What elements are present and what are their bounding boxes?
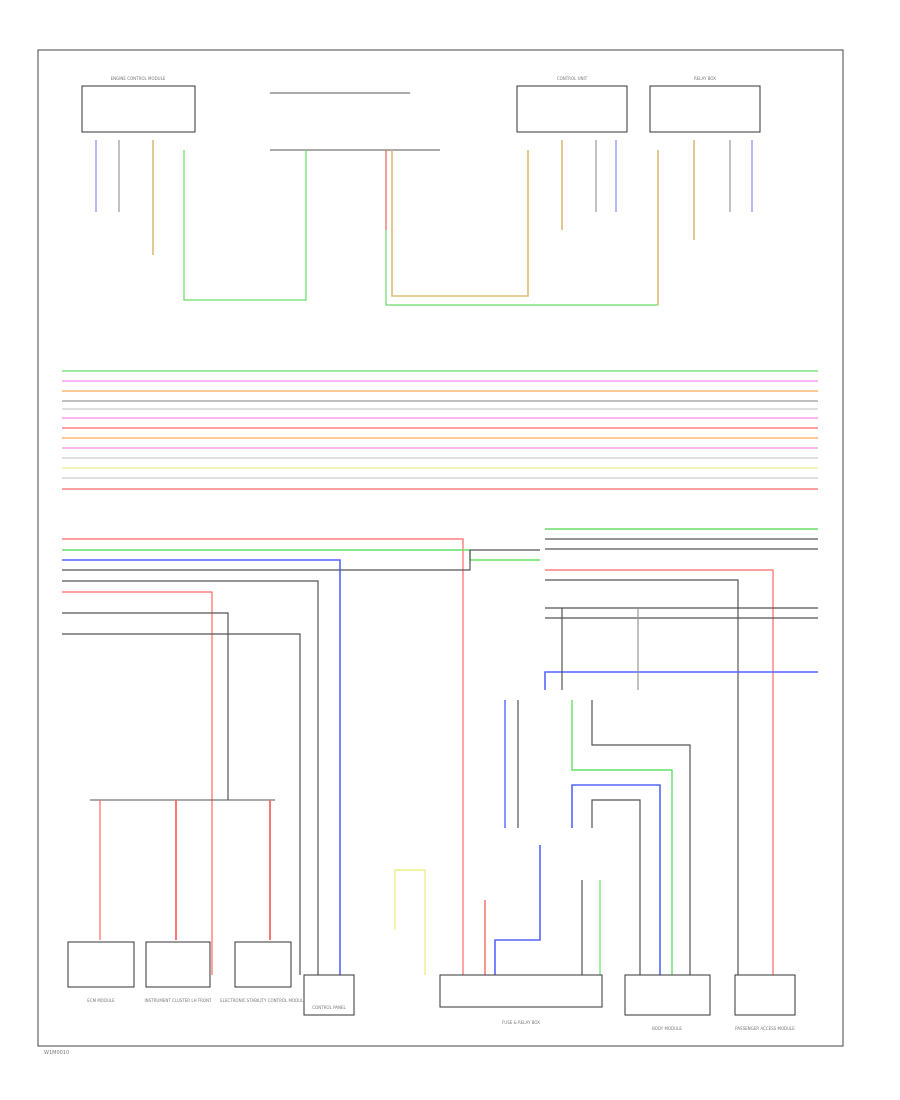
- component-box: [234, 941, 292, 988]
- wire: [62, 549, 540, 571]
- component-label: RELAY BOX: [694, 76, 716, 81]
- wire: [62, 591, 213, 975]
- wire-green: [385, 150, 658, 306]
- diagram-code: W1M0010: [44, 1050, 69, 1056]
- diagram-frame: [37, 49, 844, 1047]
- component-label: CONTROL UNIT: [557, 76, 588, 81]
- wire: [571, 784, 661, 975]
- wire-tan: [391, 150, 529, 297]
- lower-right-bus: [394, 528, 818, 975]
- wire: [545, 569, 774, 975]
- component-box: [303, 974, 355, 1016]
- wire: [62, 633, 301, 975]
- bottom-components: ECM MODULE INSTRUMENT CLUSTER LH FRONT E…: [67, 941, 796, 1031]
- wire: [591, 700, 691, 975]
- wire: [62, 559, 341, 975]
- lower-left-bus: [62, 538, 540, 975]
- component-label: INSTRUMENT CLUSTER LH FRONT: [144, 998, 212, 1003]
- component-box: [439, 974, 603, 1008]
- component-label: PASSENGER ACCESS MODULE: [735, 1026, 795, 1031]
- wire: [494, 845, 541, 975]
- component-box: [516, 85, 628, 133]
- top-section: ENGINE CONTROL MODULE CONTROL UNIT RELAY…: [81, 76, 761, 306]
- wire: [544, 671, 818, 690]
- component-label: ECM MODULE: [87, 998, 115, 1003]
- component-box: [734, 974, 796, 1016]
- wire: [591, 799, 641, 975]
- wire: [571, 700, 673, 975]
- wire: [545, 579, 739, 975]
- component-box: [649, 85, 761, 133]
- wire: [394, 869, 426, 975]
- component-box: [624, 974, 711, 1016]
- component-box: [67, 941, 135, 988]
- wire: [62, 538, 464, 975]
- component-label: FUSE & RELAY BOX: [502, 1020, 540, 1025]
- component-label: BODY MODULE: [652, 1026, 682, 1031]
- component-box: [81, 85, 196, 133]
- middle-bus: [62, 370, 818, 490]
- component-label: ENGINE CONTROL MODULE: [111, 76, 166, 81]
- wire: [62, 549, 540, 561]
- wire-green: [183, 150, 307, 301]
- component-label: CONTROL PANEL: [312, 1005, 346, 1010]
- wire: [62, 612, 229, 800]
- wire: [62, 580, 319, 975]
- component-box: [145, 941, 211, 988]
- component-label: ELECTRONIC STABILITY CONTROL MODULE: [220, 998, 306, 1003]
